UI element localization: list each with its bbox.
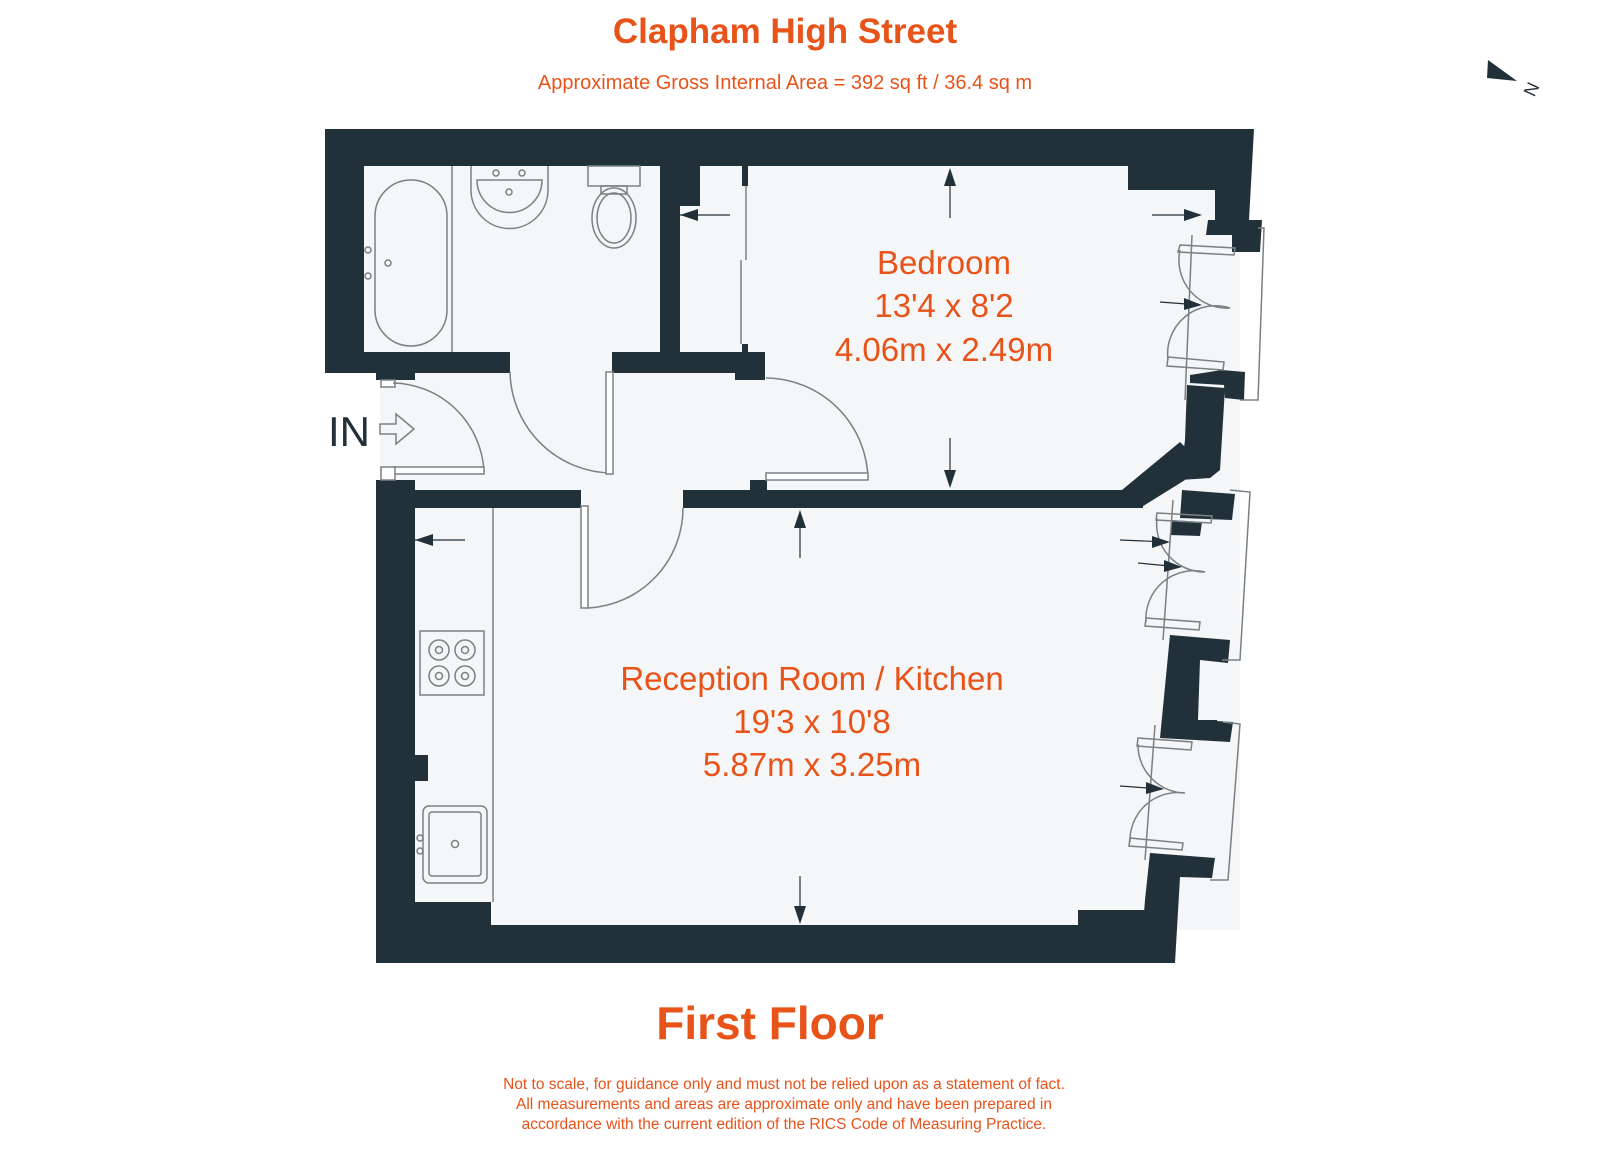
bathroom-door[interactable] bbox=[509, 371, 614, 475]
disclaimer-line: All measurements and areas are approxima… bbox=[516, 1096, 1052, 1113]
hob-icon bbox=[419, 630, 485, 696]
room-metric: 4.06m x 2.49m bbox=[835, 331, 1053, 368]
floor-label: First Floor bbox=[656, 997, 884, 1049]
compass-label: N bbox=[1520, 79, 1544, 99]
disclaimer: Not to scale, for guidance only and must… bbox=[0, 1075, 1568, 1135]
room-metric: 5.87m x 3.25m bbox=[703, 746, 921, 783]
room-reception-kitchen: Reception Room / Kitchen 19'3 x 10'8 5.8… bbox=[620, 660, 1003, 783]
bedroom-door[interactable] bbox=[765, 377, 869, 481]
disclaimer-line: accordance with the current edition of t… bbox=[521, 1116, 1047, 1133]
floor-areas bbox=[364, 166, 1240, 930]
kitchen-sink-icon bbox=[416, 805, 488, 884]
room-imperial: 13'4 x 8'2 bbox=[874, 287, 1013, 324]
gross-area: Approximate Gross Internal Area = 392 sq… bbox=[537, 72, 1033, 94]
closet bbox=[740, 186, 747, 344]
toilet-icon bbox=[587, 165, 641, 249]
entrance-marker: IN bbox=[328, 408, 416, 455]
plan-title: Clapham High Street bbox=[612, 12, 958, 51]
measurement-arrows bbox=[415, 168, 1202, 924]
reception-door[interactable] bbox=[580, 505, 684, 609]
washbasin-icon bbox=[470, 166, 549, 230]
arrow-right-icon bbox=[379, 412, 416, 446]
entrance-door[interactable] bbox=[380, 379, 485, 481]
room-name: Reception Room / Kitchen bbox=[620, 660, 1003, 697]
north-arrow-icon: N bbox=[1487, 60, 1543, 99]
bathtub-icon bbox=[364, 166, 453, 352]
bedroom-french-doors[interactable] bbox=[1166, 227, 1265, 401]
room-name: Bedroom bbox=[877, 244, 1011, 281]
room-bedroom: Bedroom 13'4 x 8'2 4.06m x 2.49m bbox=[835, 244, 1053, 368]
room-imperial: 19'3 x 10'8 bbox=[733, 703, 891, 740]
disclaimer-line: Not to scale, for guidance only and must… bbox=[503, 1076, 1065, 1093]
walls bbox=[325, 129, 1262, 963]
reception-french-doors-upper[interactable] bbox=[1144, 489, 1251, 661]
entrance-label: IN bbox=[328, 408, 370, 455]
